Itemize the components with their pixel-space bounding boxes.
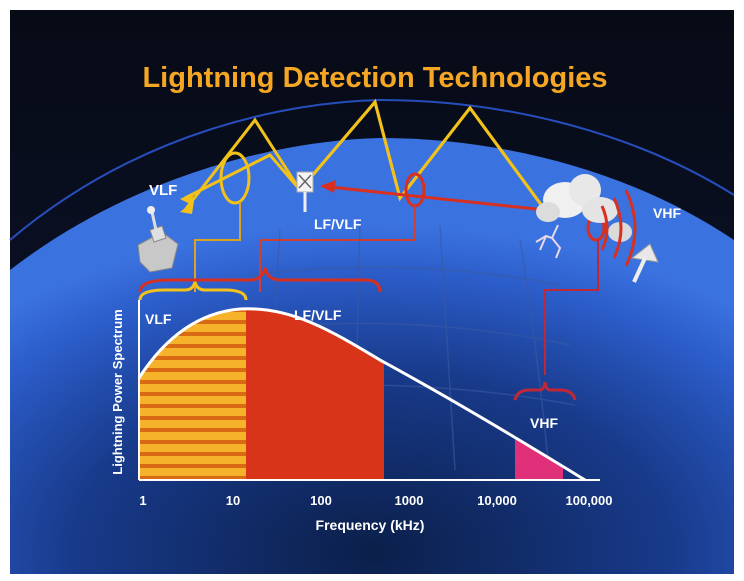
spectrum-curve xyxy=(137,307,586,482)
x-tick-label: 100,000 xyxy=(566,493,613,508)
lf-vlf-sensor-icon xyxy=(296,171,314,212)
x-tick-label: 1 xyxy=(139,493,146,508)
x-axis-label: Frequency (kHz) xyxy=(316,517,425,533)
label-lf-vlf-top: LF/VLF xyxy=(314,216,362,232)
label-lf-vlf-band: LF/VLF xyxy=(294,307,342,323)
vhf-dish-icon xyxy=(630,243,659,283)
x-tick-label: 1000 xyxy=(395,493,424,508)
y-axis-label: Lightning Power Spectrum xyxy=(110,309,125,474)
label-vlf-band: VLF xyxy=(145,311,172,327)
x-tick-labels: 1 10 100 1000 10,000 100,000 xyxy=(139,493,612,508)
ground-wave-arrow xyxy=(329,185,546,212)
brace-vlf xyxy=(138,281,248,301)
sky-wave-paths xyxy=(183,98,547,211)
label-vhf-band: VHF xyxy=(530,415,558,431)
label-vhf-top: VHF xyxy=(653,205,681,221)
vlf-loop-antenna xyxy=(219,151,251,205)
vlf-sensor-icon xyxy=(137,206,179,273)
x-tick-label: 10,000 xyxy=(477,493,517,508)
slide-title: Lightning Detection Technologies xyxy=(142,62,607,94)
label-vlf-top: VLF xyxy=(149,182,177,199)
lightning-bolt-icon xyxy=(535,224,562,259)
brace-lf-vlf xyxy=(138,267,382,293)
x-tick-label: 100 xyxy=(310,493,332,508)
x-tick-label: 10 xyxy=(226,493,240,508)
arrowhead-vlf-2 xyxy=(180,192,195,204)
vhf-radiation-arcs xyxy=(600,189,637,267)
arrowhead-vlf-1 xyxy=(180,201,194,214)
brace-vhf xyxy=(513,381,577,401)
connection-wires xyxy=(194,202,599,375)
arrowhead-lf xyxy=(320,180,336,193)
storm-cloud-icon xyxy=(536,174,632,242)
